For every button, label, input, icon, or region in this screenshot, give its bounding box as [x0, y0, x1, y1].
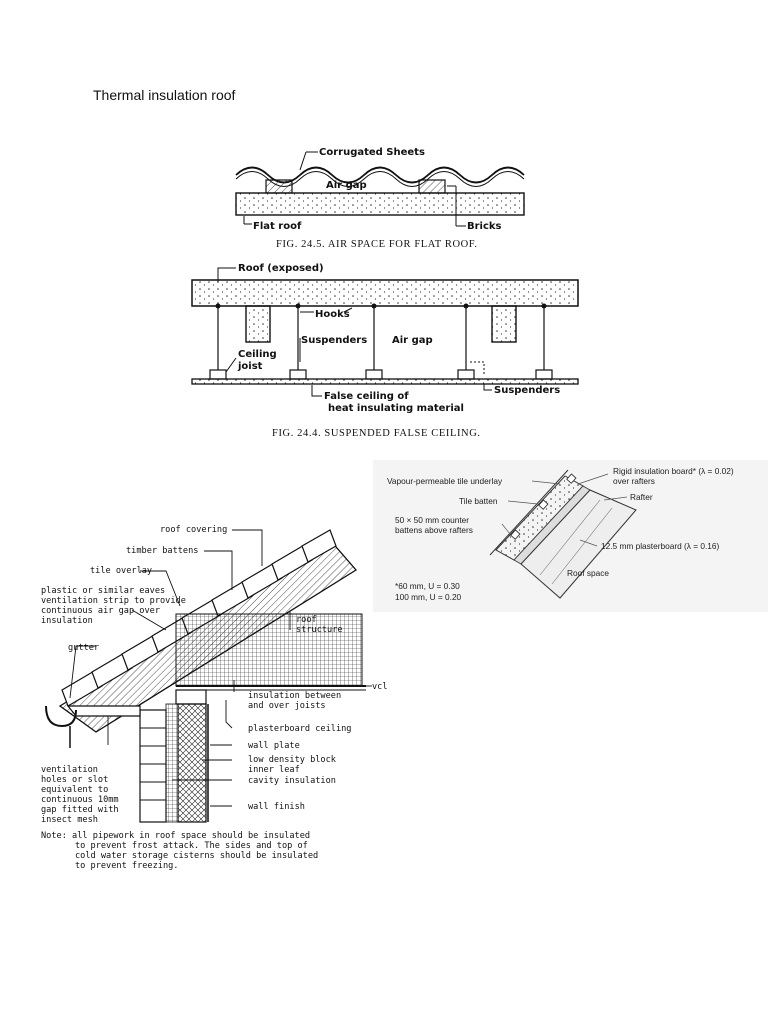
label-wall-finish: wall finish	[248, 802, 305, 812]
label-eaves-strip-2: ventilation strip to provide	[41, 596, 186, 606]
label-ventilation-4: continuous 10mm	[41, 795, 119, 805]
label-joist: joist	[237, 361, 263, 372]
label-cavity-insulation: cavity insulation	[248, 776, 336, 786]
label-roof-exposed: Roof (exposed)	[238, 263, 324, 274]
label-ventilation-5: gap fitted with	[41, 805, 119, 815]
label-eaves-strip-1: plastic or similar eaves	[41, 586, 165, 596]
label-rigid-board-2: over rafters	[613, 476, 655, 486]
label-gutter: gutter	[68, 643, 99, 653]
label-hooks: Hooks	[315, 309, 350, 320]
note-line-4: to prevent freezing.	[75, 861, 178, 871]
label-insulation-1: insulation between	[248, 691, 341, 701]
label-u-value-100: 100 mm, U = 0.20	[395, 592, 462, 602]
rafter-block	[520, 489, 637, 599]
label-plasterboard-rafter: 12.5 mm plasterboard (λ = 0.16)	[601, 541, 720, 551]
label-roof-covering: roof covering	[160, 525, 227, 535]
label-roof-space: Roof space	[567, 568, 609, 578]
label-low-density-1: low density block	[248, 755, 337, 765]
note-line-2: to prevent frost attack. The sides and t…	[75, 841, 308, 851]
false-ceiling-figure	[191, 267, 579, 397]
label-eaves-strip-3: continuous air gap over	[41, 606, 160, 616]
flat-roof-slab	[235, 192, 525, 216]
label-timber-battens: timber battens	[126, 546, 198, 556]
label-rigid-board-1: Rigid insulation board* (λ = 0.02)	[613, 466, 734, 476]
label-air-gap-flat: Air gap	[326, 180, 367, 191]
outer-leaf-brick	[139, 709, 167, 823]
label-ventilation-1: ventilation	[41, 765, 98, 775]
caption-fig-24-4: FIG. 24.4. SUSPENDED FALSE CEILING.	[272, 428, 481, 439]
label-insulation-2: and over joists	[248, 701, 326, 711]
brick-right	[418, 179, 446, 194]
label-vcl: vcl	[372, 682, 388, 692]
label-tile-batten: Tile batten	[459, 496, 498, 506]
brick-left	[265, 179, 293, 194]
label-low-density-2: inner leaf	[248, 765, 300, 775]
eaves-detail-figure	[45, 529, 372, 823]
label-tile-overlay: tile overlay	[90, 566, 152, 576]
label-eaves-strip-4: insulation	[41, 616, 93, 626]
page-title: Thermal insulation roof	[93, 87, 236, 103]
label-bricks: Bricks	[467, 221, 502, 232]
label-u-value-60: *60 mm, U = 0.30	[395, 581, 460, 591]
label-suspenders-right: Suspenders	[494, 385, 560, 396]
note-line-1: Note: all pipework in roof space should …	[41, 831, 310, 841]
gutter	[45, 705, 77, 728]
flat-roof-figure	[235, 151, 525, 227]
label-suspenders: Suspenders	[301, 335, 367, 346]
caption-fig-24-5: FIG. 24.5. AIR SPACE FOR FLAT ROOF.	[276, 239, 478, 250]
label-false-ceiling-1: False ceiling of	[324, 391, 409, 402]
label-counter-battens-2: battens above rafters	[395, 525, 473, 535]
cavity-insulation	[165, 703, 179, 823]
label-ventilation-3: equivalent to	[41, 785, 108, 795]
false-ceiling-board	[191, 378, 579, 385]
label-wall-plate: wall plate	[248, 741, 300, 751]
label-plasterboard-ceiling: plasterboard ceiling	[248, 724, 351, 734]
label-ventilation-2: holes or slot	[41, 775, 108, 785]
label-ceiling: Ceiling	[238, 349, 277, 360]
label-tile-underlay: Vapour-permeable tile underlay	[387, 476, 503, 486]
joist-insulation	[175, 613, 363, 687]
label-ventilation-6: insect mesh	[41, 815, 98, 825]
inner-leaf-block	[177, 703, 207, 823]
note-line-3: cold water storage cisterns should be in…	[75, 851, 318, 861]
label-false-ceiling-2: heat insulating material	[328, 403, 464, 414]
rafter-insulation-figure	[373, 460, 768, 612]
label-roof-structure-2: structure	[296, 625, 343, 635]
exposed-roof-slab	[191, 279, 579, 307]
label-roof-structure-1: roof	[296, 615, 317, 625]
label-air-gap-ceiling: Air gap	[392, 335, 433, 346]
label-corrugated-sheets: Corrugated Sheets	[319, 147, 425, 158]
beam-left	[245, 305, 271, 343]
label-rafter: Rafter	[630, 492, 653, 502]
label-counter-battens-1: 50 × 50 mm counter	[395, 515, 469, 525]
label-flat-roof: Flat roof	[253, 221, 302, 232]
beam-right	[491, 305, 517, 343]
